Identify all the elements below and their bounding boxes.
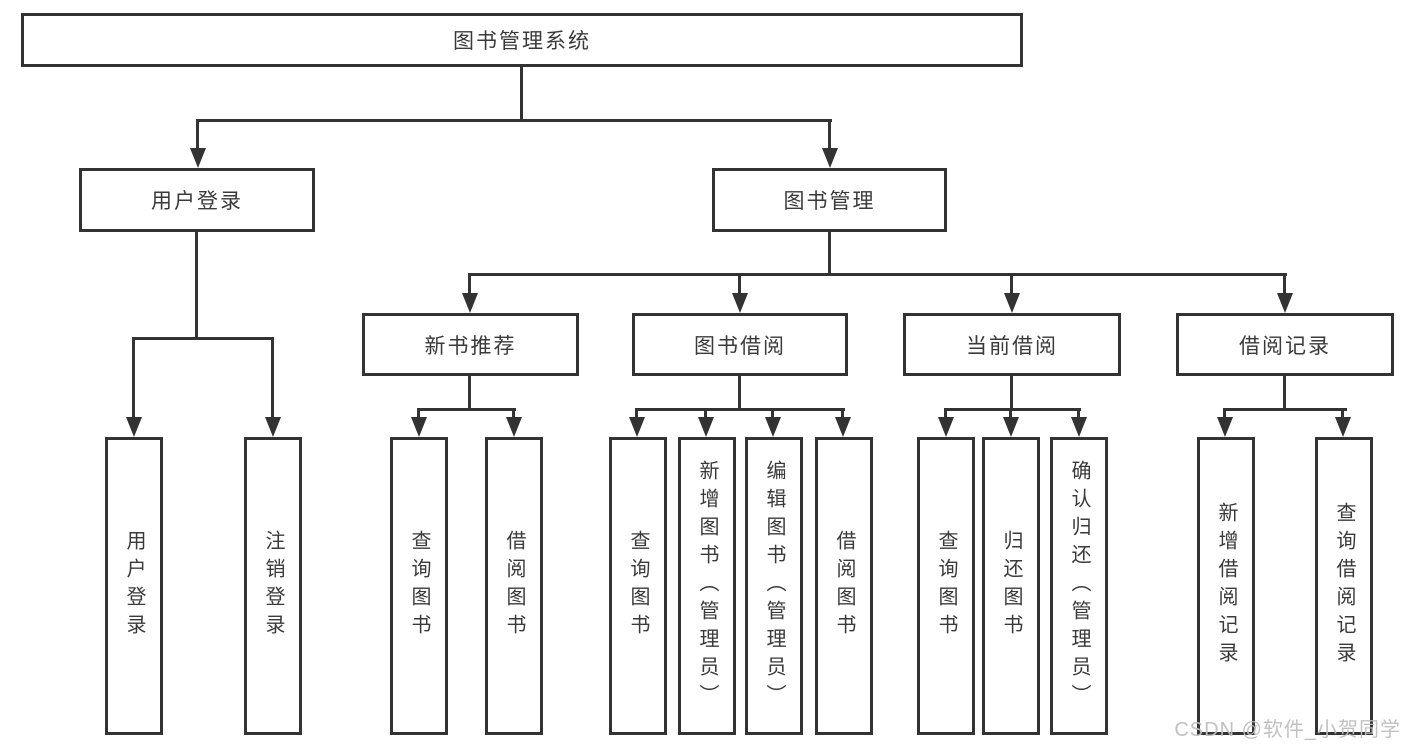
node-label: 图书借阅 [694,334,786,358]
leaf-label: 用户登录 [123,530,145,642]
connector-line [1009,408,1012,420]
connector-line [944,408,947,420]
connector-line [738,376,741,411]
leaf-query-books-recommend: 查询图书 [390,437,448,735]
node-borrowing-records: 借阅记录 [1176,313,1394,376]
connector-line [132,337,135,420]
arrow-down-icon [1003,417,1019,437]
node-label: 新书推荐 [424,334,517,358]
connector-line [828,232,831,276]
connector-line [468,273,471,295]
connector-line [1341,408,1344,420]
leaf-edit-books-admin: 编辑图书（管理员） [745,437,803,735]
leaf-label: 注销登录 [262,530,284,642]
connector-line [1283,376,1286,411]
leaf-label: 查询借阅记录 [1333,502,1355,670]
leaf-logout: 注销登录 [244,437,302,735]
arrow-down-icon [1217,417,1233,437]
arrow-down-icon [835,417,851,437]
leaf-query-books-current: 查询图书 [917,437,975,735]
connector-line [944,408,1081,411]
leaf-user-login: 用户登录 [105,437,163,735]
arrow-down-icon [822,148,838,168]
leaf-borrow-books: 借阅图书 [815,437,873,735]
node-label: 图书管理系统 [453,30,591,53]
arrow-down-icon [411,417,427,437]
connector-line [132,337,274,340]
connector-line [1077,408,1080,420]
connector-line [512,408,515,420]
leaf-label: 编辑图书（管理员） [763,460,785,712]
leaf-label: 归还图书 [1000,530,1022,642]
leaf-return-books: 归还图书 [982,437,1040,735]
node-book-management: 图书管理 [712,168,947,232]
arrow-down-icon [190,148,206,168]
connector-line [469,273,1287,276]
leaf-label: 借阅图书 [833,530,855,642]
arrow-down-icon [126,417,142,437]
leaf-label: 新增图书（管理员） [696,460,718,712]
connector-line [1283,273,1286,295]
arrow-down-icon [1004,293,1020,313]
node-library-management-system: 图书管理系统 [21,13,1023,67]
node-book-borrowing: 图书借阅 [632,313,848,376]
leaf-confirm-return-admin: 确认归还（管理员） [1050,437,1108,735]
connector-line [1010,273,1013,295]
leaf-add-borrow-record: 新增借阅记录 [1197,437,1255,735]
connector-line [635,408,638,420]
arrow-down-icon [1277,293,1293,313]
connector-line [271,337,274,420]
connector-line [1223,408,1226,420]
leaf-label: 确认归还（管理员） [1068,460,1090,712]
leaf-borrow-books-recommend: 借阅图书 [485,437,543,735]
arrow-down-icon [506,417,522,437]
leaf-query-borrow-record: 查询借阅记录 [1315,437,1373,735]
connector-line [738,273,741,295]
leaf-add-books-admin: 新增图书（管理员） [678,437,736,735]
arrow-down-icon [938,417,954,437]
arrow-down-icon [732,293,748,313]
connector-line [841,408,844,420]
leaf-label: 借阅图书 [503,530,525,642]
connector-line [417,408,516,411]
node-label: 图书管理 [783,190,876,213]
connector-line [828,119,831,150]
connector-line [771,408,774,420]
arrow-down-icon [765,417,781,437]
connector-line [196,119,199,150]
node-new-book-recommend: 新书推荐 [362,313,579,376]
node-user-login: 用户登录 [79,168,315,232]
node-label: 用户登录 [151,190,243,213]
node-label: 借阅记录 [1239,334,1331,358]
csdn-watermark: CSDN @软件_小贺同学 [1174,719,1401,741]
leaf-label: 查询图书 [935,530,957,642]
connector-line [196,119,832,122]
arrow-down-icon [462,293,478,313]
leaf-label: 查询图书 [627,530,649,642]
leaf-query-books-borrowing: 查询图书 [609,437,667,735]
node-current-borrowing: 当前借阅 [903,313,1121,376]
leaf-label: 查询图书 [408,530,430,642]
leaf-label: 新增借阅记录 [1215,502,1237,670]
connector-line [468,376,471,411]
connector-line [417,408,420,420]
arrow-down-icon [698,417,714,437]
connector-line [1010,376,1013,411]
connector-line [635,408,845,411]
arrow-down-icon [265,417,281,437]
connector-line [704,408,707,420]
arrow-down-icon [1071,417,1087,437]
connector-line [195,232,198,340]
arrow-down-icon [629,417,645,437]
arrow-down-icon [1335,417,1351,437]
connector-line [1223,408,1347,411]
node-label: 当前借阅 [966,334,1058,358]
connector-line [520,67,523,122]
